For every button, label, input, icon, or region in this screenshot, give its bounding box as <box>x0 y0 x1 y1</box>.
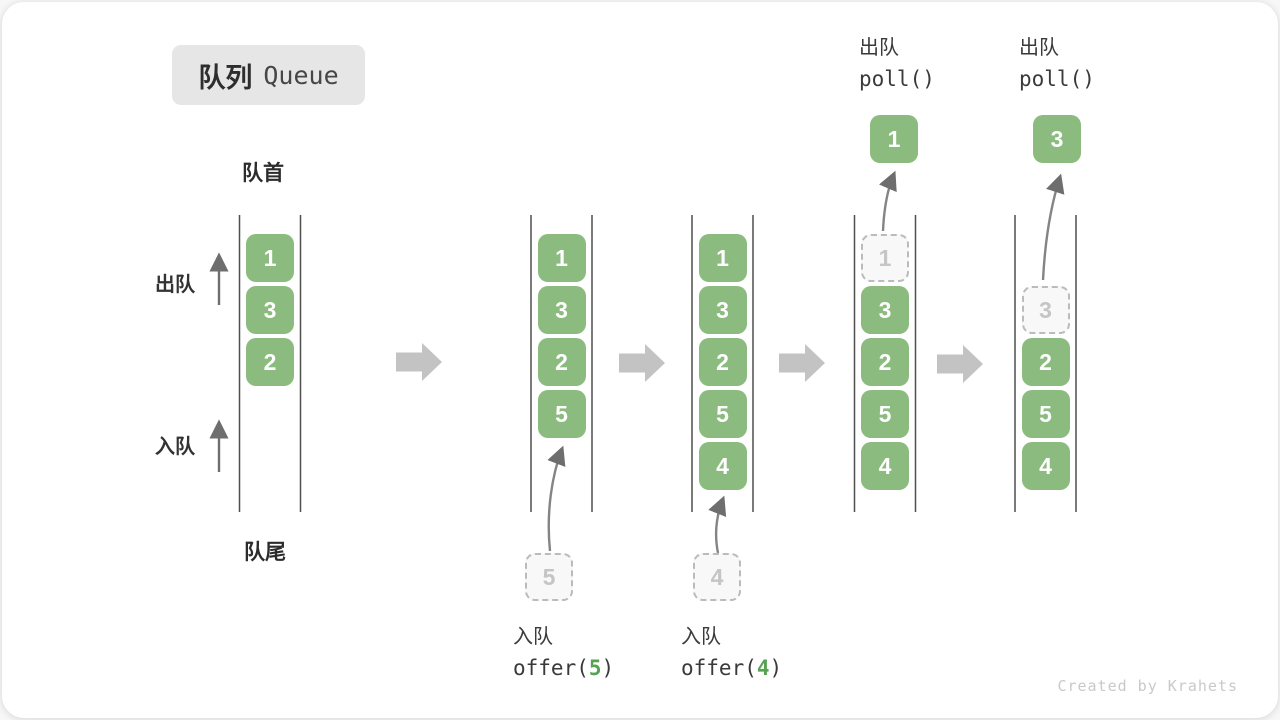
queue-cell: 1 <box>246 234 294 282</box>
title-en: Queue <box>263 60 339 90</box>
code-arg: 4 <box>756 656 770 680</box>
title-zh: 队列 <box>198 62 253 93</box>
dequeue-op-caption: 出队 poll() <box>859 31 935 91</box>
label-queue-front: 队首 <box>242 162 284 185</box>
right-block-arrow-icon <box>619 344 665 382</box>
enqueue-op-label: 入队 <box>513 626 553 648</box>
dequeue-op-label: 出队 <box>859 37 899 59</box>
code-close: ) <box>769 656 783 680</box>
queue-cell: 4 <box>698 442 747 490</box>
queue-cell: 3 <box>537 286 586 334</box>
watermark: Created by Krahets <box>1057 677 1238 695</box>
queue-rails <box>238 215 1077 512</box>
enqueue-op-code: offer(4) <box>681 656 782 680</box>
enqueue-op-label: 入队 <box>681 626 721 648</box>
right-block-arrow-icon <box>779 344 825 382</box>
queue-cell: 1 <box>537 234 586 282</box>
right-block-arrow-icon <box>937 345 983 383</box>
queue-cell: 2 <box>1021 338 1070 386</box>
code-close: ) <box>601 656 615 680</box>
label-queue-rear: 队尾 <box>244 541 286 564</box>
dequeue-op-code: poll() <box>1019 67 1095 91</box>
queue-cell: 5 <box>861 390 909 438</box>
title-box: 队列 Queue <box>172 45 365 105</box>
incoming-value-cell: 5 <box>525 553 573 601</box>
queue-cell: 5 <box>1021 390 1070 438</box>
enqueue-op-code: offer(5) <box>513 656 614 680</box>
dequeue-arrow-icon <box>879 170 897 232</box>
label-enqueue-direction: 入队 <box>155 436 195 458</box>
dequeued-ghost-cell: 1 <box>861 234 909 282</box>
dequeued-value-cell: 1 <box>870 115 918 163</box>
dequeue-op-code: poll() <box>859 67 935 91</box>
enqueue-op-caption: 入队 offer(5) <box>513 620 614 680</box>
queue-cell: 4 <box>1021 442 1070 490</box>
right-block-arrow-icon <box>396 343 442 381</box>
queue-cell: 4 <box>861 442 909 490</box>
queue-cell: 5 <box>537 390 586 438</box>
operation-arrows <box>547 170 1065 554</box>
queue-cell: 2 <box>698 338 747 386</box>
queue-cell: 2 <box>861 338 909 386</box>
enqueue-arrow-icon <box>547 445 566 552</box>
queue-cell: 3 <box>861 286 909 334</box>
code-open: offer( <box>513 656 589 680</box>
queue-cell: 3 <box>246 286 294 334</box>
dequeue-op-caption: 出队 poll() <box>1019 31 1095 91</box>
queue-cell: 1 <box>698 234 747 282</box>
dequeue-arrow-icon <box>1041 173 1065 281</box>
dequeued-ghost-cell: 3 <box>1021 286 1070 334</box>
code-arg: 5 <box>588 656 602 680</box>
queue-cell: 2 <box>537 338 586 386</box>
queue-cell: 3 <box>698 286 747 334</box>
queue-cell: 5 <box>698 390 747 438</box>
incoming-value-cell: 4 <box>693 553 741 601</box>
queue-cell: 2 <box>246 338 294 386</box>
code-open: offer( <box>681 656 757 680</box>
label-dequeue-direction: 出队 <box>155 274 195 296</box>
dequeued-value-cell: 3 <box>1033 115 1081 163</box>
dequeue-op-label: 出队 <box>1019 37 1059 59</box>
enqueue-arrow-icon <box>708 495 727 554</box>
enqueue-op-caption: 入队 offer(4) <box>681 620 782 680</box>
